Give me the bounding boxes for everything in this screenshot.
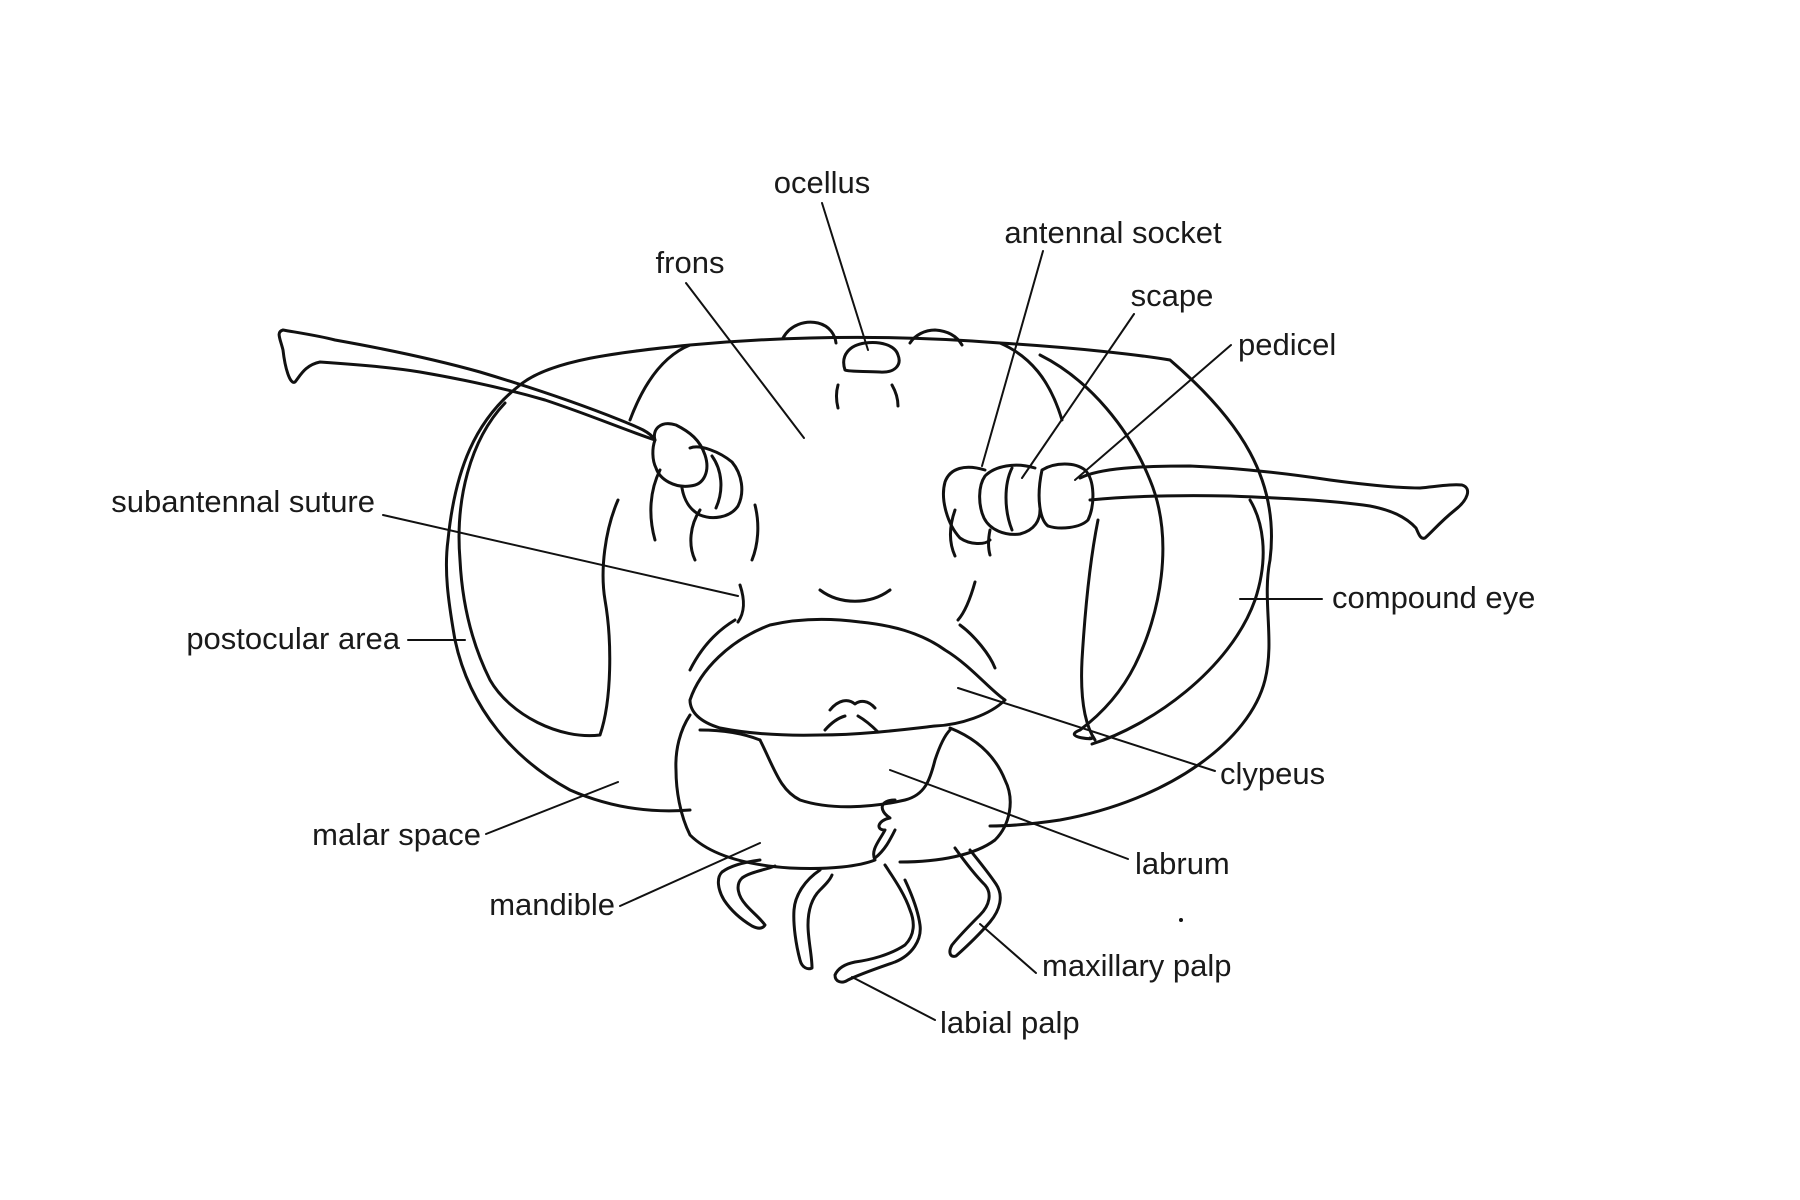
left-scape-ring	[710, 454, 723, 510]
head-capsule-outline	[444, 335, 1273, 828]
ocellar-mark-right	[890, 383, 900, 408]
right-suture-arc-1	[949, 508, 957, 558]
clypeus-mark-left	[823, 714, 847, 732]
left-mandible	[674, 713, 897, 871]
median-ocellus	[842, 341, 901, 374]
label-clypeus: clypeus	[1220, 756, 1325, 791]
vertex-right	[998, 341, 1064, 422]
left-antenna-pedicel	[651, 422, 709, 488]
right-antenna-pedicel	[1037, 462, 1095, 530]
label-pedicel: pedicel	[1238, 327, 1336, 362]
left-antenna-flagellum	[277, 328, 657, 442]
clypeus-mark	[828, 699, 877, 712]
clypeus-side-right	[958, 623, 997, 670]
labrum-outline	[758, 728, 952, 809]
left-ocellus	[781, 320, 838, 345]
label-frons: frons	[656, 245, 725, 280]
left-maxillary-palp	[716, 858, 777, 930]
leader-malar-space	[485, 781, 619, 835]
label-maxillary-palp: maxillary palp	[1042, 948, 1232, 983]
label-postocular-area: postocular area	[186, 621, 400, 656]
left-antenna-scape	[680, 445, 744, 520]
leader-subantennal-suture	[382, 514, 739, 597]
leader-labial-palp	[851, 976, 936, 1021]
leader-pedicel	[1074, 344, 1232, 481]
right-antenna-scape	[978, 463, 1042, 536]
clypeus-outline	[688, 617, 1007, 737]
labels: ocellus frons antennal socket scape pedi…	[111, 165, 1535, 1040]
label-antennal-socket: antennal socket	[1004, 215, 1222, 250]
label-malar-space: malar space	[312, 817, 481, 852]
right-ocellus	[908, 328, 964, 347]
leader-antennal-socket	[981, 250, 1044, 467]
label-mandible: mandible	[489, 887, 615, 922]
frons-ridge	[628, 343, 692, 422]
leader-ocellus	[821, 202, 869, 351]
label-labial-palp: labial palp	[940, 1005, 1080, 1040]
right-eye-inner-curve	[1090, 498, 1265, 746]
left-compound-eye-outline	[457, 401, 620, 738]
left-suture-arc-2	[689, 508, 702, 562]
label-subantennal-suture: subantennal suture	[111, 484, 375, 519]
ocellar-mark-left	[835, 383, 840, 410]
right-socket	[942, 465, 992, 545]
right-compound-eye-outline	[1038, 353, 1165, 742]
clypeus-mark-right	[856, 714, 880, 734]
label-ocellus: ocellus	[774, 165, 871, 200]
leader-maxillary-palp	[979, 923, 1037, 974]
left-suture-arc-1	[649, 468, 662, 542]
leader-labrum	[889, 769, 1129, 860]
left-suture-arc-3	[750, 503, 760, 562]
right-scape-ring	[1004, 466, 1014, 532]
clypeus-side-left	[688, 618, 737, 672]
leader-scape	[1021, 313, 1135, 479]
mandible-tooth	[873, 828, 897, 860]
right-labial-palp	[833, 863, 922, 984]
subantennal-suture-left	[736, 583, 745, 624]
stray-dot	[1179, 918, 1183, 922]
right-mandible	[898, 726, 1012, 864]
leader-mandible	[619, 842, 761, 907]
right-suture-arc-2	[987, 528, 992, 557]
label-compound-eye: compound eye	[1332, 580, 1535, 615]
labrum-left-edge	[698, 728, 762, 742]
label-scape: scape	[1131, 278, 1214, 313]
leader-clypeus	[957, 687, 1216, 772]
right-antenna-flagellum	[1078, 464, 1470, 540]
left-labial-palp	[792, 868, 834, 971]
subantennal-suture-right	[956, 580, 977, 622]
leader-lines	[382, 202, 1323, 1021]
label-labrum: labrum	[1135, 846, 1230, 881]
leader-frons	[685, 282, 805, 439]
frons-smile	[818, 588, 892, 603]
head-drawing	[277, 320, 1470, 984]
right-maxillary-palp	[948, 846, 1002, 958]
